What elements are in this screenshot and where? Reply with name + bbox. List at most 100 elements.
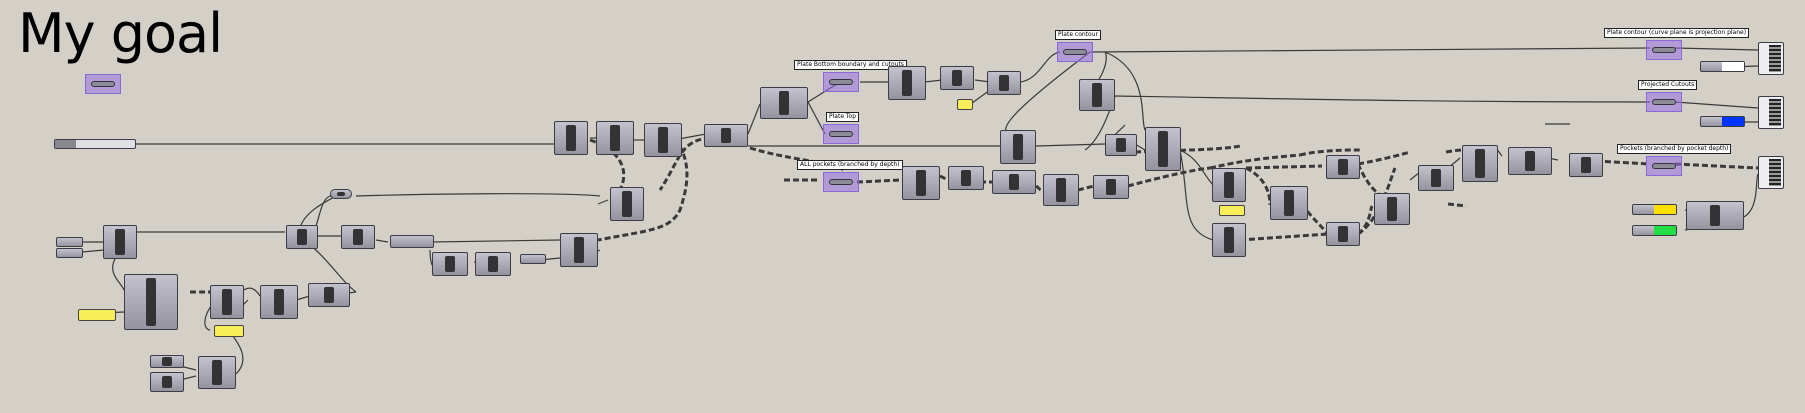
component[interactable] bbox=[1105, 134, 1137, 156]
wire bbox=[1741, 173, 1759, 219]
component[interactable] bbox=[286, 225, 318, 249]
tree-wire bbox=[1357, 167, 1397, 236]
component[interactable] bbox=[103, 225, 137, 259]
component[interactable] bbox=[1000, 130, 1036, 164]
component[interactable] bbox=[308, 283, 350, 307]
component[interactable] bbox=[560, 233, 598, 267]
component[interactable] bbox=[1462, 145, 1498, 182]
component[interactable] bbox=[260, 285, 298, 319]
group-pockets-branched[interactable] bbox=[1646, 156, 1682, 176]
tree-wire bbox=[1209, 153, 1301, 170]
wire bbox=[431, 239, 561, 243]
label-plate-contour: Plate contour bbox=[1055, 30, 1101, 40]
component[interactable] bbox=[1270, 186, 1308, 220]
relay-node[interactable] bbox=[330, 189, 352, 199]
slider-knob[interactable] bbox=[55, 140, 76, 148]
param-pill[interactable] bbox=[1652, 163, 1676, 169]
preview-output[interactable] bbox=[1758, 96, 1784, 129]
label-plate-contour-projection: Plate contour (curve plane is projection… bbox=[1604, 28, 1750, 38]
group-plate-top[interactable] bbox=[823, 124, 859, 144]
component[interactable] bbox=[124, 274, 178, 330]
component[interactable] bbox=[1043, 174, 1079, 206]
colour-swatch[interactable] bbox=[1700, 61, 1745, 72]
number-slider[interactable] bbox=[54, 139, 136, 149]
component[interactable] bbox=[987, 71, 1021, 95]
param-box[interactable] bbox=[520, 254, 546, 264]
component[interactable] bbox=[475, 252, 511, 276]
component[interactable] bbox=[760, 87, 808, 119]
component[interactable] bbox=[150, 372, 184, 392]
canvas-title: My goal bbox=[18, 2, 223, 65]
preview-output[interactable] bbox=[1758, 156, 1784, 189]
colour-swatch[interactable] bbox=[1700, 116, 1745, 127]
component[interactable] bbox=[644, 123, 682, 157]
param-pill[interactable] bbox=[829, 131, 853, 137]
component[interactable] bbox=[1145, 127, 1181, 171]
wire bbox=[597, 199, 609, 205]
component[interactable] bbox=[1079, 79, 1115, 111]
panel-yellow[interactable] bbox=[957, 99, 973, 110]
component[interactable] bbox=[1212, 223, 1246, 257]
wire bbox=[1674, 101, 1759, 109]
swatch-white bbox=[1722, 62, 1744, 71]
tree-wire bbox=[1077, 184, 1095, 192]
param-pill[interactable] bbox=[1063, 49, 1087, 55]
component[interactable] bbox=[1326, 222, 1360, 246]
component[interactable] bbox=[554, 121, 588, 155]
component[interactable] bbox=[940, 66, 974, 90]
group-projected-cutouts[interactable] bbox=[1646, 92, 1682, 112]
group-plate-contour-projection[interactable] bbox=[1646, 40, 1682, 60]
component[interactable] bbox=[902, 166, 940, 200]
group-plate-bottom[interactable] bbox=[823, 72, 859, 92]
component[interactable] bbox=[992, 170, 1036, 194]
component[interactable] bbox=[1374, 193, 1410, 225]
panel-yellow[interactable] bbox=[214, 325, 244, 337]
preview-output[interactable] bbox=[1758, 42, 1784, 75]
group-all-pockets[interactable] bbox=[823, 172, 859, 192]
param-pill[interactable] bbox=[1652, 47, 1676, 53]
tree-wire bbox=[597, 137, 689, 242]
colour-swatch[interactable] bbox=[1632, 225, 1677, 236]
swatch-yellow bbox=[1654, 205, 1676, 214]
wire bbox=[747, 103, 761, 135]
swatch-blue bbox=[1722, 117, 1744, 126]
param-pill[interactable] bbox=[1652, 99, 1676, 105]
param-box[interactable] bbox=[390, 235, 434, 248]
param-box[interactable] bbox=[56, 248, 83, 258]
group-plate-contour[interactable] bbox=[1057, 42, 1093, 62]
component[interactable] bbox=[1686, 201, 1744, 230]
tree-wire bbox=[749, 146, 846, 172]
component[interactable] bbox=[150, 355, 184, 368]
label-projected-cutouts: Projected Cutouts bbox=[1638, 80, 1698, 90]
colour-swatch[interactable] bbox=[1632, 204, 1677, 215]
component[interactable] bbox=[704, 124, 748, 147]
param-box[interactable] bbox=[56, 237, 83, 247]
wire bbox=[295, 295, 311, 301]
tree-wire bbox=[1674, 162, 1759, 170]
label-plate-top: Plate Top bbox=[826, 112, 860, 122]
panel-yellow[interactable] bbox=[78, 309, 116, 321]
component[interactable] bbox=[1326, 155, 1360, 179]
group-top-left[interactable] bbox=[85, 74, 121, 94]
component[interactable] bbox=[1508, 147, 1552, 175]
component[interactable] bbox=[610, 187, 644, 221]
component[interactable] bbox=[948, 166, 984, 190]
param-pill[interactable] bbox=[829, 179, 853, 185]
component[interactable] bbox=[210, 285, 244, 319]
param-pill[interactable] bbox=[829, 79, 853, 85]
param-pill[interactable] bbox=[91, 81, 115, 87]
component[interactable] bbox=[198, 356, 236, 389]
component[interactable] bbox=[432, 252, 468, 276]
component[interactable] bbox=[1093, 175, 1129, 199]
component[interactable] bbox=[888, 66, 926, 100]
component[interactable] bbox=[1418, 165, 1454, 191]
component[interactable] bbox=[1569, 153, 1603, 177]
component[interactable] bbox=[596, 121, 634, 155]
component[interactable] bbox=[341, 225, 375, 249]
label-all-pockets: ALL pockets (branched by depth) bbox=[797, 160, 903, 170]
wire bbox=[375, 239, 389, 243]
component[interactable] bbox=[1212, 168, 1246, 202]
panel-yellow[interactable] bbox=[1219, 205, 1245, 216]
tree-wire bbox=[1447, 202, 1467, 208]
